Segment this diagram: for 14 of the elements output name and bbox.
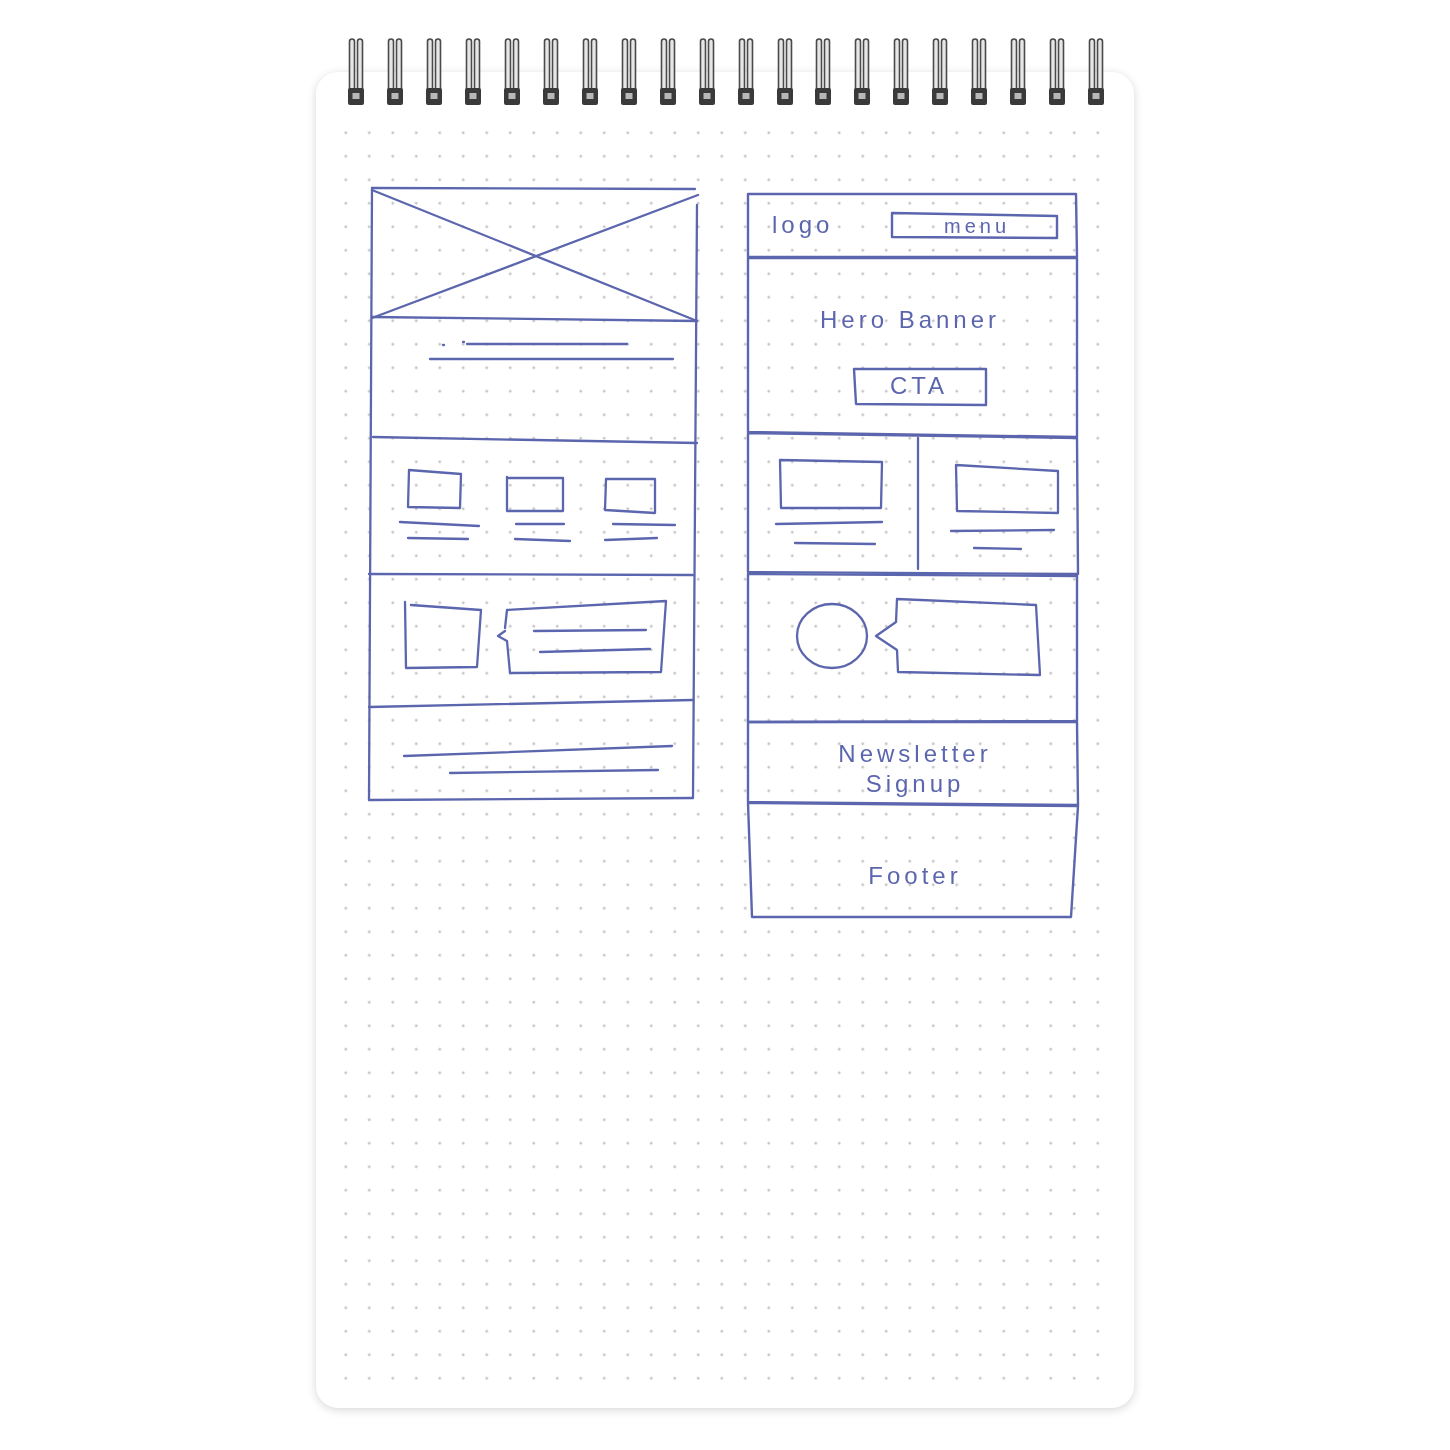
footer-band <box>747 802 1079 918</box>
footer-label: Footer <box>868 861 962 891</box>
hero-banner-label: Hero Banner <box>819 305 1001 335</box>
newsletter-signup-label: Newsletter Signup <box>838 739 992 799</box>
hero-banner-band <box>747 257 1078 438</box>
testimonial-band <box>747 573 1078 723</box>
cta-box <box>853 368 987 406</box>
header-band <box>747 193 1078 258</box>
menu-box <box>891 212 1059 240</box>
cta-label: CTA <box>889 371 949 401</box>
features-band <box>747 432 1079 576</box>
menu-label: menu <box>944 214 1010 239</box>
newsletter-band <box>747 721 1079 806</box>
header-text-label: logo <box>772 210 834 240</box>
